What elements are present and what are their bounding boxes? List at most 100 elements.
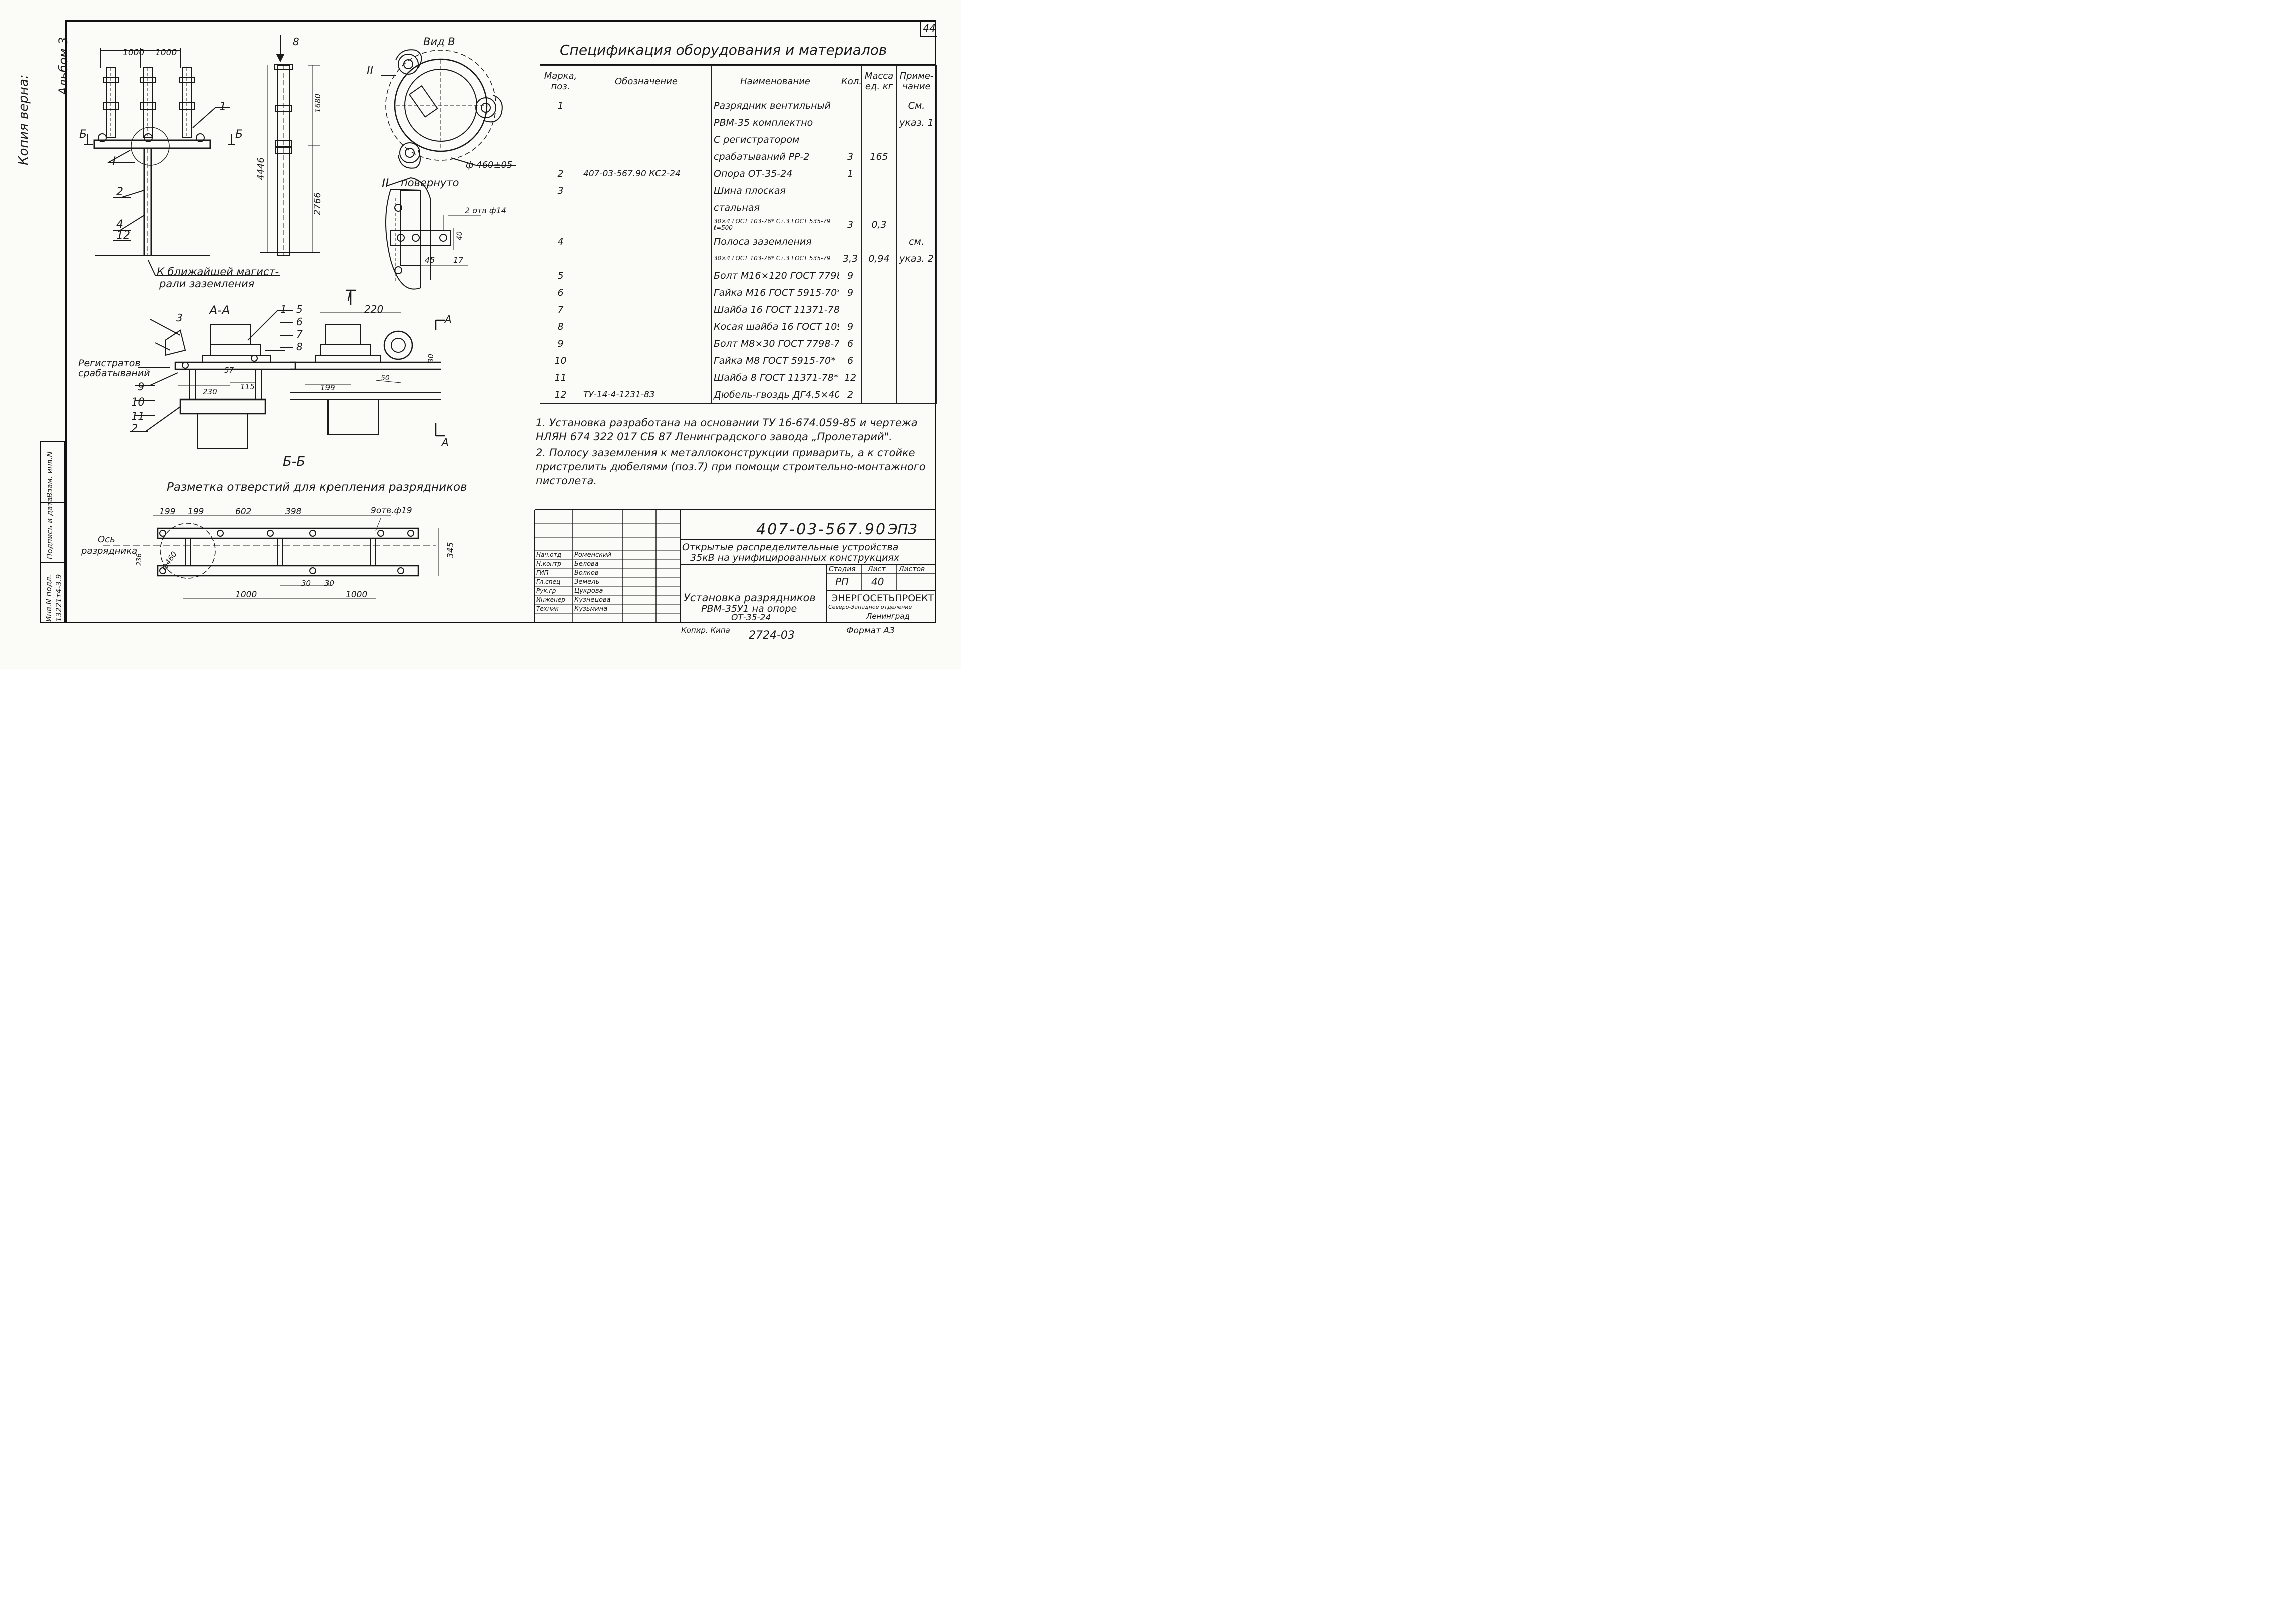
spec-cell-note: См.: [896, 97, 937, 114]
detail-ii: [385, 177, 481, 290]
spec-cell-note: [896, 199, 937, 216]
pos-7-aa: 7: [296, 328, 303, 340]
stage-value: РП: [835, 576, 849, 588]
rotated-label: повернуто: [401, 177, 459, 189]
dim-17: 17: [453, 255, 464, 265]
org-name: ЭНЕРГОСЕТЬПРОЕКТ: [831, 593, 934, 604]
dim-30-b: 30: [324, 579, 334, 588]
spec-cell-pos: 8: [540, 318, 581, 335]
spec-cell-code: ТУ-14-4-1231-83: [581, 386, 712, 404]
spec-cell-pos: 9: [540, 335, 581, 352]
spec-cell-code: [581, 301, 712, 318]
spec-header-row: Марка, поз. Обозначение Наименование Кол…: [540, 65, 937, 97]
spec-cell-mass: [861, 182, 897, 199]
dim-1000-b: 1000: [155, 48, 177, 58]
role-name: Кузнецова: [574, 596, 611, 604]
section-i: [290, 289, 445, 437]
spec-cell-code: [581, 267, 712, 284]
spec-cell-name: Болт М8×30 ГОСТ 7798-70*: [711, 335, 839, 352]
detail-ii-title: II: [382, 176, 389, 190]
header-name: Наименование: [711, 65, 839, 97]
spec-cell-pos: [540, 250, 581, 267]
spec-row: стальная: [540, 199, 937, 216]
pos-9-aa: 9: [138, 381, 144, 393]
spec-cell-code: 407-03-567.90 КС2-24: [581, 165, 712, 182]
section-aa-title: А-А: [208, 303, 230, 317]
pos-2-aa: 2: [131, 422, 138, 434]
spec-cell-qty: [839, 199, 862, 216]
spec-cell-pos: [540, 199, 581, 216]
marking-title: Разметка отверстий для крепления разрядн…: [167, 481, 467, 494]
recorder-label-1: Регистратов: [78, 358, 141, 369]
role-title: Гл.спец: [536, 578, 561, 585]
spec-cell-qty: 9: [839, 284, 862, 301]
pos-10-aa: 10: [131, 396, 145, 408]
role-title: Рук.гр: [536, 587, 556, 594]
header-pos: Марка, поз.: [540, 65, 581, 97]
sheet-number: 44: [920, 20, 937, 37]
spec-cell-name: Опора ОТ-35-24: [711, 165, 839, 182]
header-note: Приме- чание: [896, 65, 937, 97]
sheet-value: 40: [871, 576, 884, 588]
spec-title: Спецификация оборудования и материалов: [540, 36, 936, 65]
dim-57: 57: [224, 366, 234, 375]
spec-cell-mass: [861, 114, 897, 131]
ground-note-1: К ближайшей магист-: [157, 266, 279, 278]
dim-602: 602: [235, 507, 251, 517]
dim-230: 230: [203, 387, 217, 396]
stage-label: Стадия: [829, 565, 856, 573]
pos-2-label: 2: [116, 186, 123, 198]
spec-cell-code: [581, 318, 712, 335]
spec-cell-note: [896, 318, 937, 335]
spec-cell-qty: 12: [839, 369, 862, 386]
sheet-label: Лист: [868, 565, 886, 573]
spec-cell-code: [581, 352, 712, 369]
spec-cell-mass: [861, 233, 897, 250]
inventory-number: 2724-03: [749, 629, 795, 642]
doc-code: 407-03-567.90: [756, 521, 887, 538]
spec-cell-note: см.: [896, 233, 937, 250]
pos-I-label: I: [112, 154, 116, 168]
specification: Спецификация оборудования и материалов М…: [540, 36, 937, 404]
sheet-title-3: ОТ-35-24: [731, 613, 771, 623]
spec-cell-qty: 3: [839, 148, 862, 165]
spec-cell-note: указ. 2: [896, 250, 937, 267]
role-name: Волков: [574, 569, 599, 577]
spec-cell-note: [896, 335, 937, 352]
spec-cell-mass: [861, 284, 897, 301]
spec-row: С регистратором: [540, 131, 937, 148]
role-title: Инженер: [536, 596, 565, 603]
pos-11-aa: 11: [131, 410, 145, 422]
spec-cell-name: Шайба 8 ГОСТ 11371-78*: [711, 369, 839, 386]
dim-398: 398: [285, 507, 302, 517]
spec-cell-code: [581, 199, 712, 216]
spec-cell-mass: [861, 301, 897, 318]
note-2: 2. Полосу заземления к металлоконструкци…: [536, 447, 926, 487]
spec-cell-mass: [861, 318, 897, 335]
spec-cell-note: [896, 165, 937, 182]
dim-199-a: 199: [159, 507, 175, 517]
view-v: [381, 49, 516, 169]
spec-cell-pos: 12: [540, 386, 581, 404]
spec-cell-pos: 5: [540, 267, 581, 284]
spec-cell-qty: [839, 301, 862, 318]
spec-cell-name: Гайка М16 ГОСТ 5915-70*: [711, 284, 839, 301]
org-branch: Северо-Западное отделение: [828, 604, 912, 610]
spec-cell-qty: 2: [839, 386, 862, 404]
front-view: [84, 48, 280, 276]
diameter-460: ф 460±05: [466, 160, 512, 170]
spec-cell-qty: [839, 182, 862, 199]
spec-cell-code: [581, 97, 712, 114]
doc-suffix: ЭПЗ: [888, 521, 917, 537]
header-code: Обозначение: [581, 65, 712, 97]
dim-1680: 1680: [313, 94, 322, 113]
spec-cell-code: [581, 335, 712, 352]
role-name: Кузьмина: [574, 605, 608, 613]
